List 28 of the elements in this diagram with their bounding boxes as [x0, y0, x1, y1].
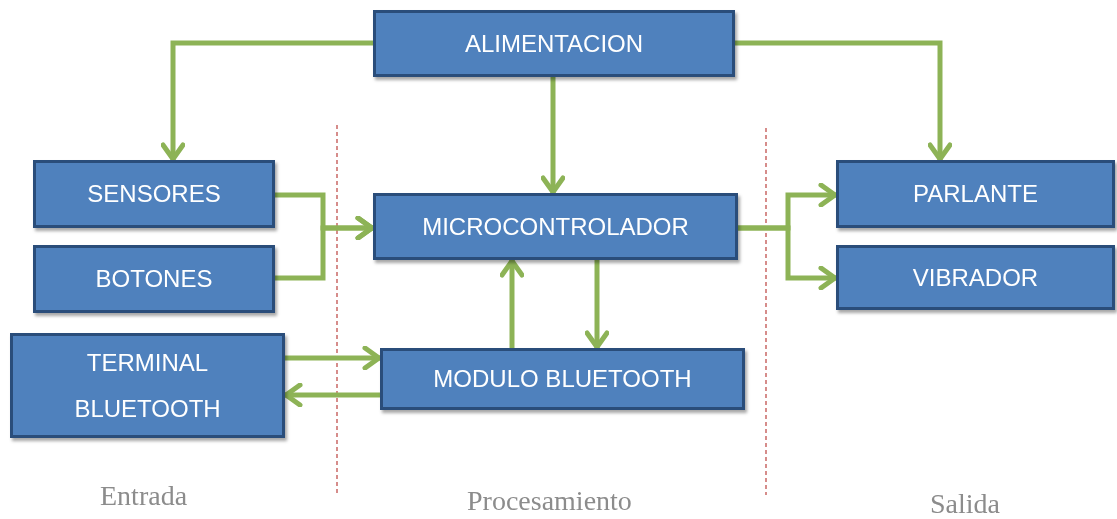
- box-label: SENSORES: [87, 179, 221, 210]
- arrow: [738, 225, 838, 291]
- box-label: ALIMENTACION: [464, 28, 644, 59]
- arrow: [160, 40, 373, 162]
- process-box: [373, 193, 738, 260]
- arrow: [584, 260, 610, 350]
- arrow: [735, 40, 953, 162]
- box-label: BOTONES: [95, 264, 213, 295]
- process-box: [33, 160, 275, 228]
- process-box: [10, 333, 285, 438]
- column-label: Entrada: [100, 480, 188, 512]
- process-box: [373, 10, 735, 77]
- process-box: [836, 245, 1115, 310]
- box-label: VIBRADOR: [912, 262, 1039, 293]
- box-label: MICROCONTROLADOR: [422, 211, 689, 242]
- box-label: MODULO BLUETOOTH: [433, 364, 692, 395]
- process-box: [33, 245, 275, 313]
- box-label: TERMINAL BLUETOOTH: [73, 347, 222, 424]
- arrow: [285, 345, 382, 371]
- process-box: [836, 160, 1115, 228]
- column-label: Salida: [930, 488, 1000, 519]
- process-box: [380, 348, 745, 410]
- arrow: [499, 258, 525, 348]
- box-label: PARLANTE: [913, 179, 1038, 210]
- column-label: Procesamiento: [467, 485, 632, 517]
- arrow: [283, 382, 380, 408]
- arrow: [540, 77, 566, 195]
- arrow: [275, 215, 375, 281]
